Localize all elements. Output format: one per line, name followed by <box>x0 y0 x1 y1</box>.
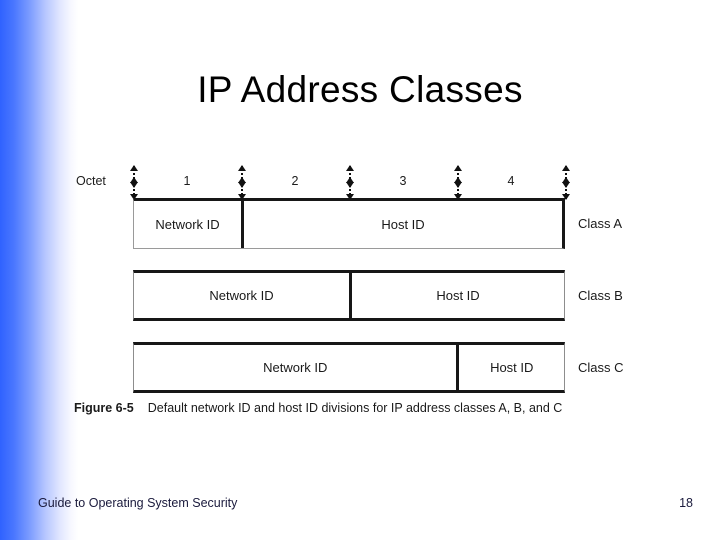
arrow-up-icon <box>346 165 354 171</box>
octet-number-2: 2 <box>291 174 299 188</box>
class-b-network-id-segment: Network ID <box>209 288 274 303</box>
class-b-label: Class B <box>578 288 623 303</box>
octet-boundary-tick-2 <box>346 165 354 200</box>
arrow-down-icon <box>346 182 354 188</box>
octet-number-1: 1 <box>183 174 191 188</box>
class-c-network-id-segment: Network ID <box>263 360 328 375</box>
arrow-up-icon <box>454 165 462 171</box>
octet-boundary-tick-3 <box>454 165 462 200</box>
footer-course-title: Guide to Operating System Security <box>38 496 238 510</box>
class-a-host-id-segment: Host ID <box>241 201 562 248</box>
arrow-down-icon <box>238 194 246 200</box>
arrow-down-icon <box>454 194 462 200</box>
class-a-label: Class A <box>578 216 623 231</box>
class-c-host-id-segment: Host ID <box>456 345 564 390</box>
class-b-host-id-segment: Host ID <box>349 273 564 318</box>
arrow-up-icon <box>562 165 570 171</box>
arrow-up-icon <box>238 177 246 183</box>
arrow-up-icon <box>238 165 246 171</box>
arrow-up-icon <box>562 177 570 183</box>
arrow-down-icon <box>346 194 354 200</box>
class-c-row: Network ID Host ID <box>133 342 565 393</box>
octet-number-4: 4 <box>507 174 515 188</box>
arrow-down-icon <box>130 194 138 200</box>
class-a-row: Network ID Host ID <box>133 198 565 249</box>
figure-caption-text: Default network ID and host ID divisions… <box>147 401 563 415</box>
octet-boundary-tick-4 <box>562 165 570 200</box>
octet-number-3: 3 <box>399 174 407 188</box>
arrow-down-icon <box>238 182 246 188</box>
class-b-row: Network ID Host ID <box>133 270 565 321</box>
arrow-up-icon <box>130 165 138 171</box>
octet-boundary-tick-1 <box>238 165 246 200</box>
arrow-down-icon <box>562 194 570 200</box>
arrow-up-icon <box>454 177 462 183</box>
arrow-down-icon <box>130 182 138 188</box>
octet-axis-label: Octet <box>76 174 106 188</box>
page-title: IP Address Classes <box>197 68 523 110</box>
arrow-up-icon <box>130 177 138 183</box>
arrow-down-icon <box>454 182 462 188</box>
figure-caption: Figure 6-5 Default network ID and host ID… <box>74 401 674 415</box>
left-accent-band <box>0 0 78 540</box>
footer-page-number: 18 <box>679 496 693 510</box>
class-a-network-id-segment: Network ID <box>155 217 220 232</box>
octet-boundary-tick-0 <box>130 165 138 200</box>
arrow-up-icon <box>346 177 354 183</box>
arrow-down-icon <box>562 182 570 188</box>
figure-number: Figure 6-5 <box>74 401 134 415</box>
class-c-label: Class C <box>578 360 624 375</box>
